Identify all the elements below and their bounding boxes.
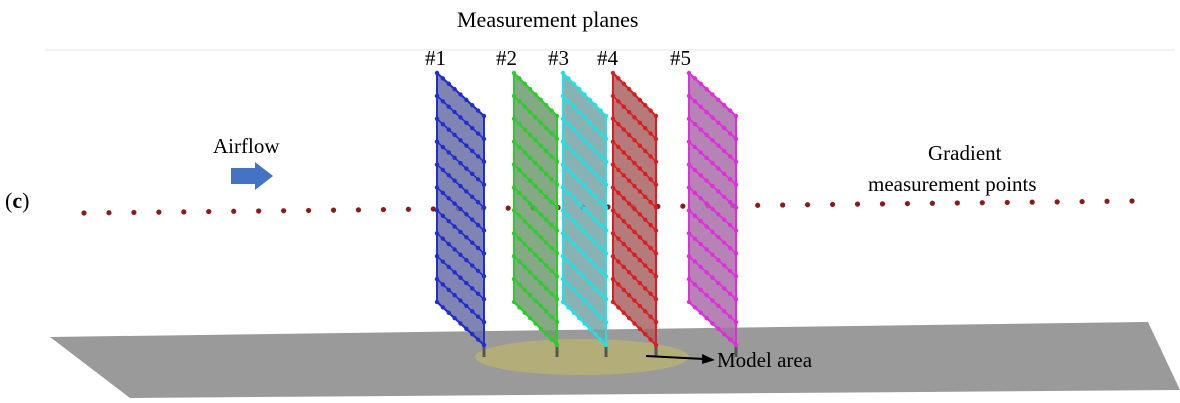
gradient-point bbox=[355, 207, 362, 213]
model-area-pointer bbox=[645, 354, 715, 364]
measurement-plane-2 bbox=[511, 70, 560, 357]
gradient-point bbox=[181, 209, 187, 215]
model-area-label: Model area bbox=[717, 348, 813, 372]
gradient-point bbox=[979, 200, 985, 206]
gradient-point bbox=[405, 206, 411, 212]
panel-label: (c) bbox=[5, 190, 29, 212]
gradient-point bbox=[131, 209, 137, 216]
gradient-point bbox=[929, 200, 935, 206]
gradient-point bbox=[1004, 199, 1010, 206]
gradient-point bbox=[281, 208, 287, 214]
gradient-point bbox=[1029, 199, 1035, 205]
gradient-point bbox=[829, 201, 836, 208]
plane-label-3: #3 bbox=[548, 46, 569, 70]
gradient-point bbox=[330, 207, 337, 213]
gradient-point bbox=[780, 202, 786, 208]
gradient-point bbox=[680, 203, 686, 209]
gradient-point bbox=[1104, 198, 1110, 204]
airflow-arrow-icon bbox=[231, 162, 273, 190]
plane-label-1: #1 bbox=[425, 46, 446, 70]
gradient-point bbox=[156, 209, 162, 215]
gradient-point bbox=[1054, 199, 1060, 205]
measurement-plane-1 bbox=[434, 70, 487, 357]
gradient-point bbox=[755, 202, 761, 208]
gradient-point bbox=[231, 208, 237, 214]
gradient-label-line1: Gradient bbox=[928, 141, 1002, 165]
gradient-point bbox=[81, 210, 87, 216]
arrow-head-icon bbox=[702, 354, 715, 364]
gradient-point bbox=[106, 210, 112, 216]
model-area-ellipse bbox=[475, 339, 689, 375]
gradient-point bbox=[854, 201, 861, 207]
measurement-planes bbox=[434, 70, 739, 357]
measurement-plane-3 bbox=[560, 70, 609, 357]
panel-paren-close: ) bbox=[22, 188, 30, 213]
gradient-label-line2: measurement points bbox=[868, 172, 1037, 196]
gradient-point bbox=[505, 205, 511, 211]
gradient-point bbox=[305, 207, 312, 214]
panel-letter: c bbox=[12, 188, 23, 213]
gradient-point bbox=[805, 202, 811, 208]
plane-label-2: #2 bbox=[496, 46, 517, 70]
gradient-point bbox=[380, 206, 387, 213]
title: Measurement planes bbox=[457, 7, 639, 32]
gradient-point bbox=[256, 208, 262, 214]
measurement-plane-4 bbox=[610, 70, 659, 357]
gradient-point bbox=[954, 200, 960, 206]
gradient-point bbox=[879, 201, 886, 207]
gradient-point bbox=[904, 200, 911, 207]
measurement-plane-5 bbox=[686, 70, 739, 357]
panel-paren-open: ( bbox=[5, 188, 13, 213]
gradient-point bbox=[206, 208, 212, 215]
plane-label-4: #4 bbox=[597, 46, 618, 70]
plane-label-5: #5 bbox=[670, 46, 691, 70]
gradient-point bbox=[1079, 198, 1085, 205]
airflow-label: Airflow bbox=[213, 134, 280, 158]
gradient-point bbox=[1129, 198, 1135, 204]
gradient-point bbox=[430, 206, 436, 212]
